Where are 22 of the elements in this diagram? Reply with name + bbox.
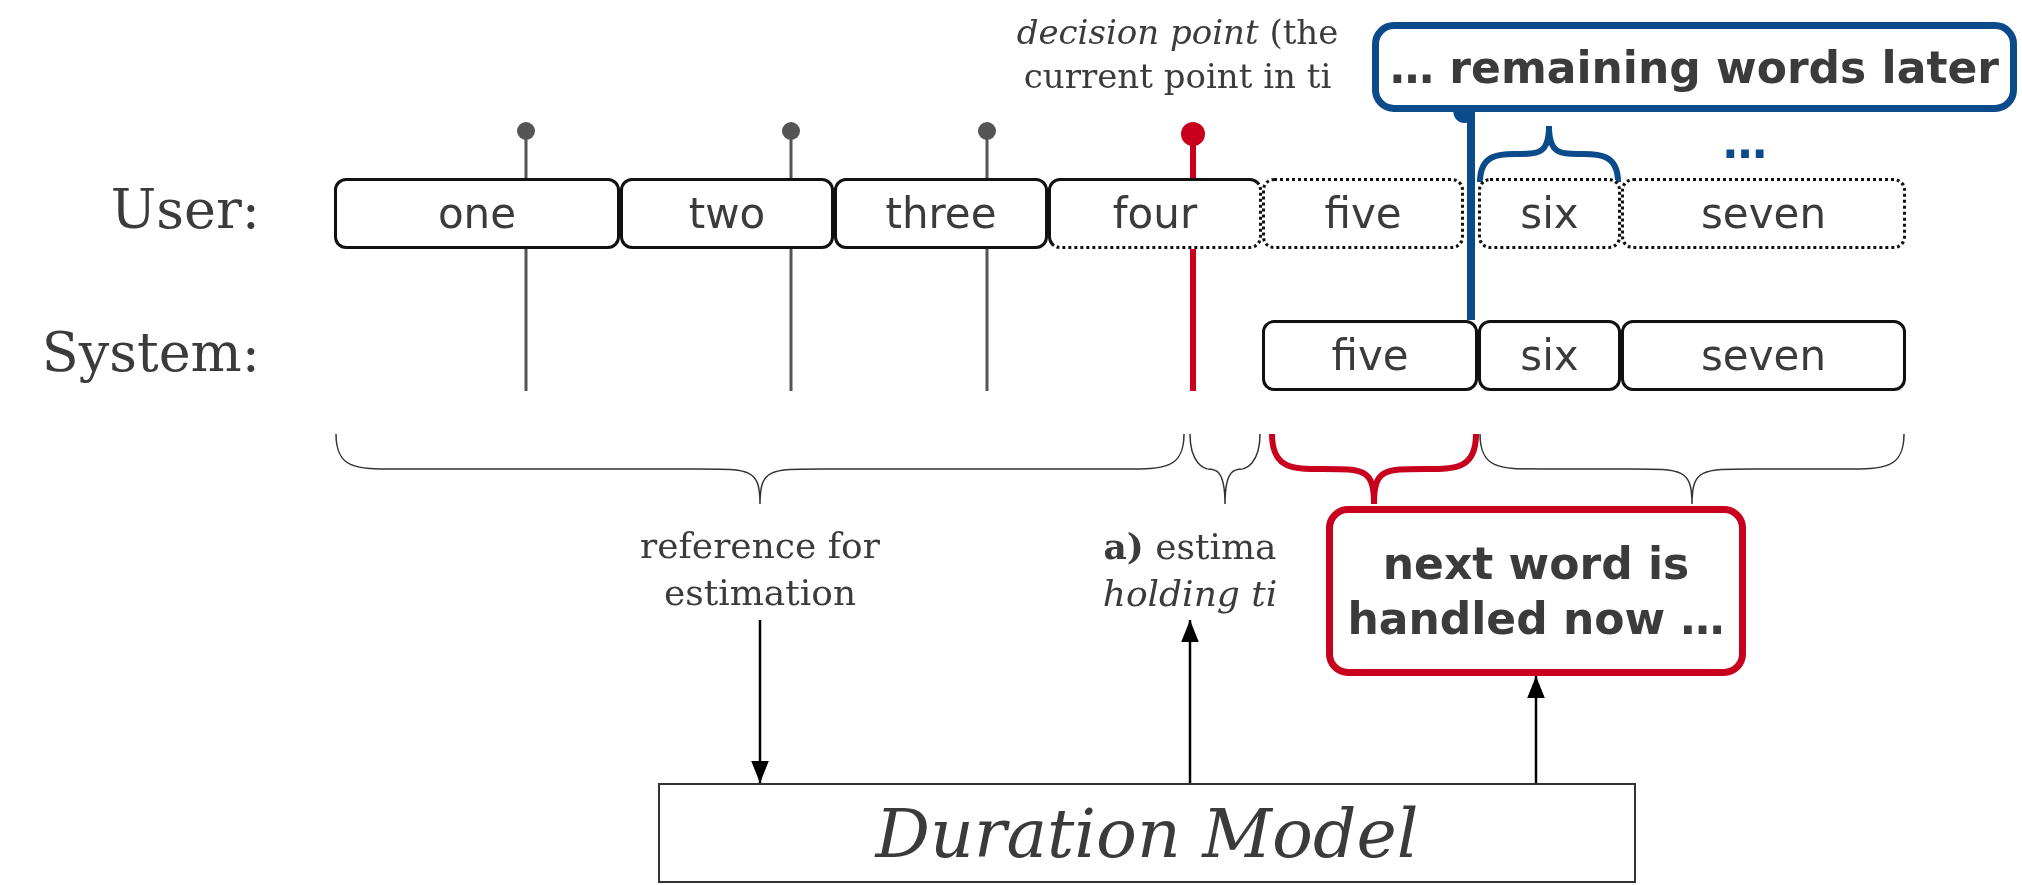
annotation-text: reference for estimation [640, 520, 880, 620]
word-box: three [834, 178, 1048, 249]
word-box: seven [1621, 178, 1906, 249]
word-box: five [1262, 178, 1464, 249]
word-box: seven [1621, 320, 1906, 391]
annotation-text: decision point (the current point in ti [1015, 11, 1340, 99]
arrow [1181, 620, 1199, 783]
row-label: User: [109, 177, 260, 243]
callout-box: … remaining words later [1372, 22, 2017, 112]
arrow [751, 620, 769, 783]
callout-box: next word is handled now … [1326, 506, 1746, 676]
word-box: four [1048, 178, 1262, 249]
word-box: six [1478, 178, 1621, 249]
arrow [1527, 676, 1545, 783]
model-box: Duration Model [658, 783, 1636, 883]
word-box: five [1262, 320, 1478, 391]
word-box: one [334, 178, 620, 249]
word-box: six [1478, 320, 1621, 391]
row-label: System: [40, 320, 260, 386]
ellipsis: … [1722, 128, 1768, 158]
word-box: two [620, 178, 834, 249]
annotation-text: a) estima holding ti [1060, 520, 1320, 620]
